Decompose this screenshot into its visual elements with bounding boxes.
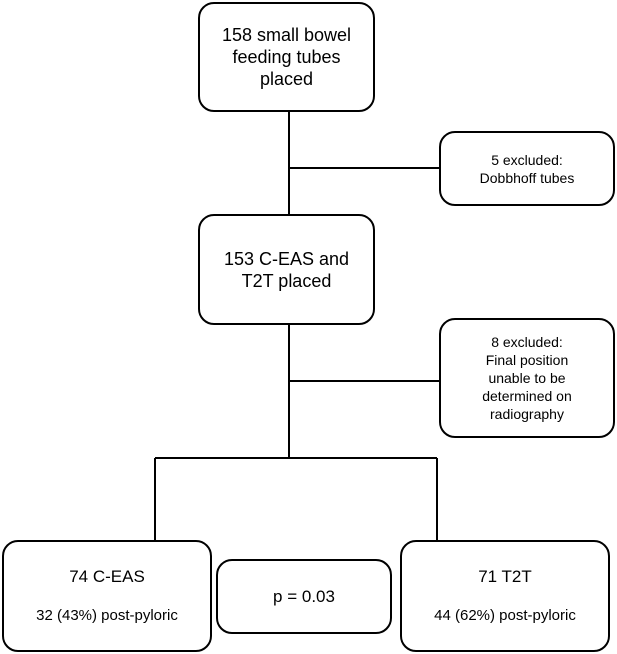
p-value-text: p = 0.03 [273, 586, 335, 606]
start-box: 158 small bowel feeding tubes placed [198, 2, 375, 112]
p-value-box: p = 0.03 [216, 559, 392, 634]
ceas-group-box: 74 C-EAS 32 (43%) post-pyloric [2, 540, 212, 652]
placed-text: 153 C-EAS and T2T placed [223, 248, 350, 291]
t2t-group-box: 71 T2T 44 (62%) post-pyloric [400, 540, 610, 652]
exclusion-box-1: 5 excluded: Dobbhoff tubes [439, 131, 615, 206]
t2t-group-detail: 44 (62%) post-pyloric [434, 607, 576, 624]
placed-box: 153 C-EAS and T2T placed [198, 214, 375, 325]
start-text: 158 small bowel feeding tubes placed [221, 25, 352, 89]
ceas-group-detail: 32 (43%) post-pyloric [36, 607, 178, 624]
exclusion-box-2: 8 excluded: Final position unable to be … [439, 318, 615, 438]
ceas-group-title: 74 C-EAS [69, 567, 145, 586]
exclusion-2-text: 8 excluded: Final position unable to be … [482, 334, 572, 422]
exclusion-1-text: 5 excluded: Dobbhoff tubes [479, 151, 575, 186]
t2t-group-title: 71 T2T [478, 567, 532, 586]
